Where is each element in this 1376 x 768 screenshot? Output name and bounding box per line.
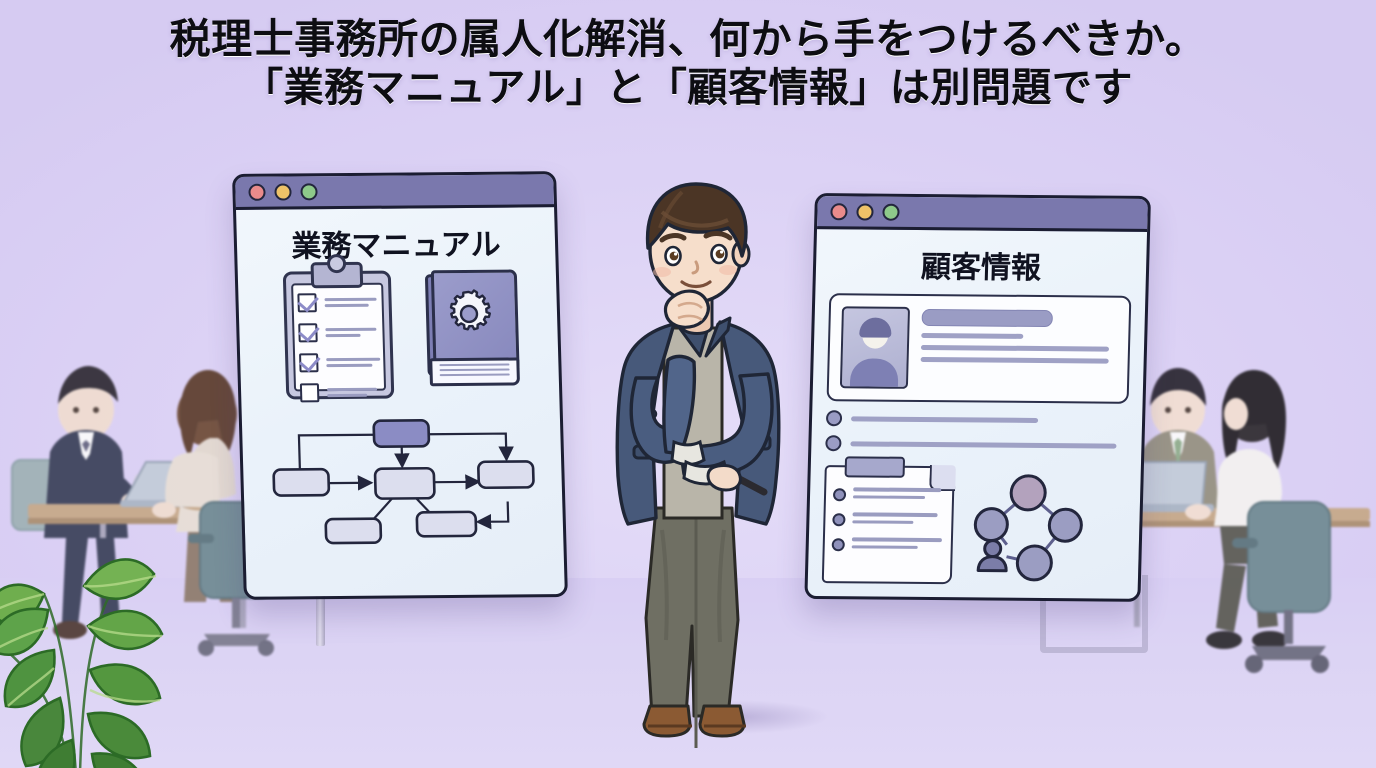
flow-node-center [373, 466, 436, 500]
background-meeting-left [11, 366, 278, 656]
profile-bullet-rows [825, 410, 1128, 454]
flow-node-right [477, 460, 535, 490]
customer-relationship-network-icon [973, 474, 1083, 582]
manual-book-icon [424, 269, 521, 387]
foreground-plant [0, 558, 164, 768]
background-meeting-right [1120, 368, 1370, 673]
checkbox-checked-icon [299, 353, 319, 373]
maximize-icon[interactable] [300, 182, 318, 200]
checkbox-unchecked-icon [299, 383, 320, 403]
workflow-flowchart [254, 411, 552, 554]
flow-node-left [272, 467, 331, 497]
panel-right-heading: 顧客情報 [920, 249, 1042, 287]
customer-lower-row [821, 456, 1127, 586]
maximize-icon[interactable] [882, 203, 900, 221]
customer-profile-card [826, 293, 1132, 404]
window-chrome-right [817, 196, 1148, 232]
panel-left-stand [316, 588, 325, 646]
title-line-2: 「業務マニュアル」と「顧客情報」は別問題です [243, 65, 1133, 112]
title-line-1: 税理士事務所の属人化解消、何から手をつけるべきか。 [169, 15, 1207, 63]
person-node-icon [976, 539, 1008, 573]
doc-bullet-group [832, 512, 944, 527]
manual-icon-row [238, 253, 560, 403]
profile-name-placeholder [921, 308, 1054, 328]
checklist-rows [297, 293, 384, 403]
window-customer-info[interactable]: 顧客情報 [804, 193, 1151, 602]
flow-node-bottom-right [415, 510, 478, 538]
clipboard-checklist-icon [282, 253, 395, 403]
window-business-manual[interactable]: 業務マニュアル [232, 171, 568, 600]
thinking-businessman [615, 182, 781, 748]
minimize-icon[interactable] [856, 202, 874, 221]
doc-bullet-group [831, 537, 944, 552]
person-avatar-icon [839, 306, 911, 389]
checklist-item [298, 323, 383, 343]
checklist-item [299, 383, 385, 403]
gear-icon [449, 289, 491, 331]
profile-bullet-row [825, 410, 1128, 429]
customer-note-document-icon [821, 456, 956, 585]
close-icon[interactable] [830, 202, 848, 220]
window-chrome-left [235, 174, 555, 210]
flow-node-head [372, 419, 431, 448]
profile-bullet-row [825, 435, 1127, 454]
panel-right-stand [1040, 575, 1148, 653]
close-icon[interactable] [248, 183, 266, 201]
checkbox-checked-icon [297, 293, 317, 313]
checkbox-checked-icon [298, 323, 318, 343]
flow-node-bottom-left [324, 517, 383, 545]
panel-left-heading: 業務マニュアル [291, 227, 502, 265]
profile-field-lines [920, 307, 1118, 391]
minimize-icon[interactable] [274, 182, 292, 201]
doc-bullet-group [832, 487, 945, 502]
checklist-item [299, 353, 384, 373]
checklist-item [297, 293, 382, 313]
page-title: 税理士事務所の属人化解消、何から手をつけるべきか。 「業務マニュアル」と「顧客情… [0, 14, 1376, 113]
